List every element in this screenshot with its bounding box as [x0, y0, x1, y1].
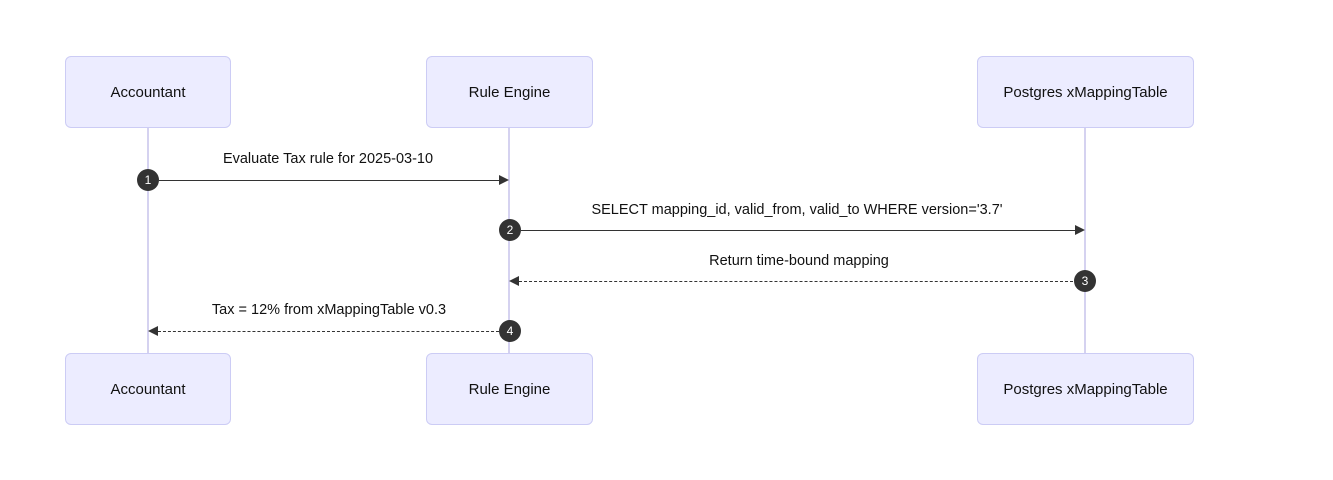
- sequence-badge-1: 1: [137, 169, 159, 191]
- actor-label-accountant-bottom: Accountant: [110, 380, 186, 398]
- arrow-head-icon-1: [499, 175, 509, 185]
- lifeline-postgres-xmappingtable: [1084, 128, 1086, 353]
- message-line-2: [521, 230, 1076, 231]
- actor-label-postgres-xmappingtable-top: Postgres xMappingTable: [1003, 83, 1168, 101]
- actor-label-accountant-top: Accountant: [110, 83, 186, 101]
- message-label-1: Evaluate Tax rule for 2025-03-10: [222, 151, 434, 167]
- lifeline-accountant: [147, 128, 149, 353]
- sequence-badge-4: 4: [499, 320, 521, 342]
- actor-box-rule-engine-bottom[interactable]: Rule Engine: [426, 353, 593, 425]
- message-line-1: [159, 180, 500, 181]
- message-label-3: Return time-bound mapping: [709, 253, 889, 269]
- message-line-4: [158, 331, 499, 332]
- arrow-head-icon-4: [148, 326, 158, 336]
- actor-box-postgres-xmappingtable-top[interactable]: Postgres xMappingTable: [977, 56, 1194, 128]
- actor-box-rule-engine-top[interactable]: Rule Engine: [426, 56, 593, 128]
- sequence-badge-2: 2: [499, 219, 521, 241]
- actor-label-postgres-xmappingtable-bottom: Postgres xMappingTable: [1003, 380, 1168, 398]
- arrow-head-icon-3: [509, 276, 519, 286]
- actor-box-accountant-bottom[interactable]: Accountant: [65, 353, 231, 425]
- message-line-3: [519, 281, 1073, 282]
- message-label-2: SELECT mapping_id, valid_from, valid_to …: [591, 202, 1003, 218]
- actor-label-rule-engine-bottom: Rule Engine: [468, 380, 551, 398]
- actor-box-accountant-top[interactable]: Accountant: [65, 56, 231, 128]
- message-label-4: Tax = 12% from xMappingTable v0.3: [211, 302, 447, 318]
- actor-label-rule-engine-top: Rule Engine: [468, 83, 551, 101]
- sequence-badge-3: 3: [1074, 270, 1096, 292]
- actor-box-postgres-xmappingtable-bottom[interactable]: Postgres xMappingTable: [977, 353, 1194, 425]
- arrow-head-icon-2: [1075, 225, 1085, 235]
